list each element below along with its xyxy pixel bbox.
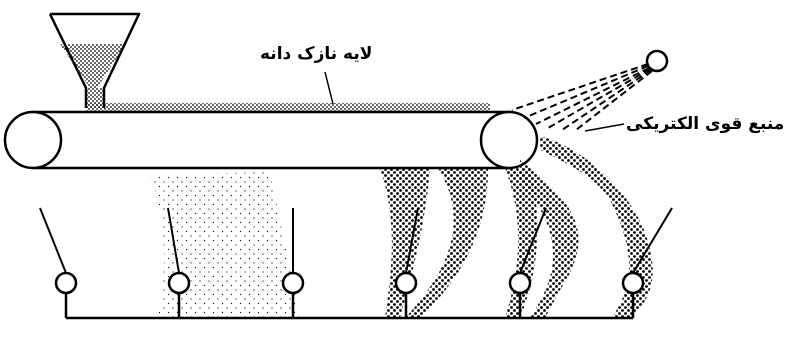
left-roller [3,110,63,170]
collector-flap [167,207,180,274]
grain-layer [86,103,490,111]
conveyor-belt [3,110,539,170]
collector-pivot [54,271,78,295]
collector-pivot [508,271,532,295]
collector-pivot [621,271,645,295]
hopper-outline [48,12,141,108]
collector [39,207,78,318]
grain-stream-4 [540,136,653,318]
electric-source-leader [584,123,625,132]
grain-layer-label: لایه نازک دانه [260,44,373,64]
collector-pivot [281,271,305,295]
collector [167,207,191,318]
electric-source-icon [645,49,669,73]
grain-layer-leader [324,71,334,105]
collector-pivot [167,271,191,295]
collector-flap [39,207,67,274]
collector [281,208,305,318]
electric-source-label: منبع قوی الکتریکی [626,114,785,134]
hopper-grain-fill [60,44,126,88]
hopper [48,12,141,108]
collector-flap [519,207,547,274]
collectors [39,207,673,318]
collector [508,207,547,318]
electric-source [511,49,669,131]
collector-flap [405,207,419,274]
electric-field-rays [511,63,653,131]
grain-stream-2 [405,168,488,318]
collector-pivot [394,271,418,295]
grain-stream-5 [520,160,579,318]
collector [621,207,673,318]
collector-flap [632,207,673,274]
grain-stream-light [150,172,300,318]
grain-stream-1 [380,168,430,318]
right-roller [479,110,539,170]
collector [394,207,419,318]
